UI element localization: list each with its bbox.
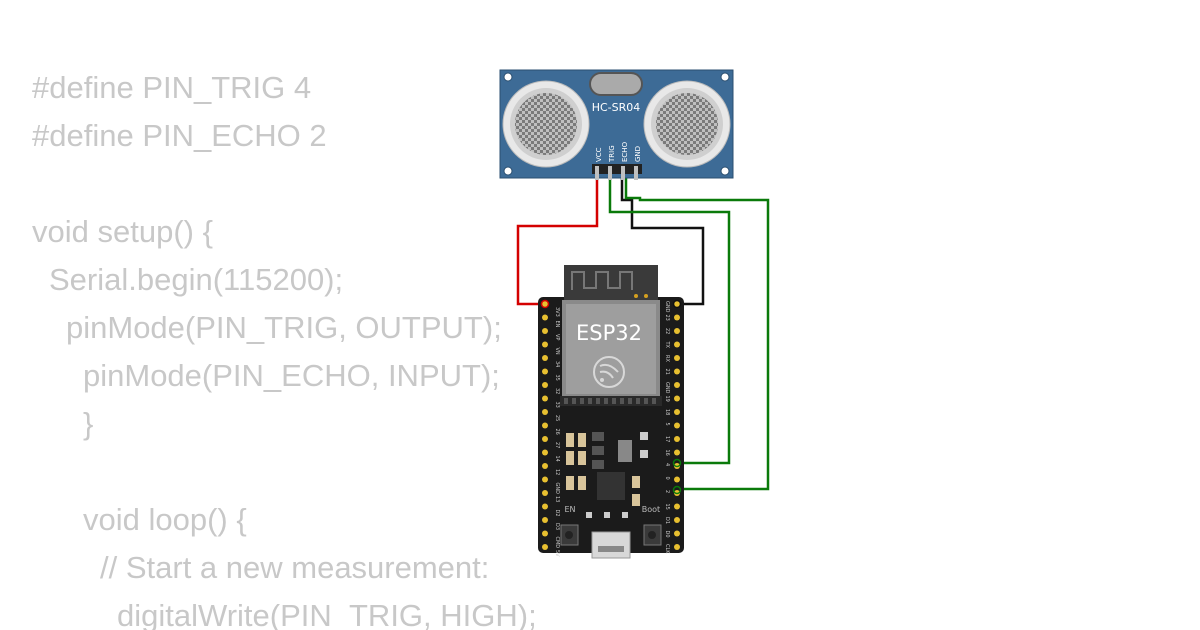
left-pin-labels: 3V3 EN VP VN 34 35 32 33 25 26 27 14 12 … <box>554 307 560 557</box>
hc-sr04-sensor[interactable]: HC-SR04 VCC TRIG ECHO GND <box>499 69 734 180</box>
wires <box>516 178 770 491</box>
code-line-1: #define PIN_TRIG 4 <box>32 70 312 105</box>
pin-label-12: 12 <box>554 469 560 475</box>
pin-label-18: 18 <box>664 409 670 415</box>
pin-label-33: 33 <box>554 402 560 408</box>
code-line-11: // Start a new measurement: <box>100 550 490 585</box>
pin-label-22: 22 <box>664 328 670 334</box>
pin-label-15: 15 <box>664 504 670 510</box>
pin-label-5: 5 <box>664 423 670 426</box>
code-line-8: } <box>83 406 94 441</box>
code-line-12: digitalWrite(PIN_TRIG, HIGH); <box>117 598 537 630</box>
wire-trig[interactable] <box>608 178 731 465</box>
pin-label-34: 34 <box>554 361 560 367</box>
sensor-pin-label-echo: ECHO <box>621 141 629 162</box>
pin-label-d2: D2 <box>554 510 560 517</box>
sensor-header-pins <box>592 164 642 180</box>
pin-label-16: 16 <box>664 450 670 456</box>
pin-label-vp: VP <box>554 334 560 340</box>
sensor-pin-label-trig: TRIG <box>608 145 616 163</box>
sensor-pin-label-gnd: GND <box>634 146 642 162</box>
pin-label-gnd-left: GND <box>554 483 560 495</box>
pin-label-25: 25 <box>554 415 560 421</box>
left-pin-header <box>542 301 548 550</box>
right-pin-header <box>674 301 680 550</box>
pin-label-0: 0 <box>664 477 670 480</box>
esp32-chip-label: ESP32 <box>576 321 642 345</box>
pin-label-19: 19 <box>664 396 670 402</box>
boot-button-label: Boot <box>642 505 660 514</box>
code-line-6: pinMode(PIN_TRIG, OUTPUT); <box>66 310 502 345</box>
pin-label-cmd: CMD <box>554 537 560 549</box>
board-components <box>566 432 648 518</box>
code-line-2: #define PIN_ECHO 2 <box>32 118 327 153</box>
pin-label-d1: D1 <box>664 517 670 524</box>
pin-label-en: EN <box>554 321 560 328</box>
pin-label-tx: TX <box>664 341 670 349</box>
pin-label-gnd-right-2: GND <box>664 382 670 394</box>
en-button[interactable] <box>560 524 579 546</box>
wire-gnd[interactable] <box>620 178 705 306</box>
pin-label-3v3: 3V3 <box>554 307 560 317</box>
micro-usb-port <box>591 531 631 559</box>
pin-label-vn: VN <box>554 348 560 355</box>
pin-label-d3: D3 <box>554 523 560 530</box>
pin-label-23: 23 <box>664 315 670 321</box>
ultrasonic-transducer-right <box>643 80 731 168</box>
pin-label-14: 14 <box>554 456 560 462</box>
espressif-logo-icon <box>593 356 625 388</box>
pin-label-2: 2 <box>664 490 670 493</box>
pin-label-32: 32 <box>554 388 560 394</box>
right-pin-labels: GND 23 22 TX RX 21 GND 19 18 5 17 16 4 0… <box>664 301 670 554</box>
pin-label-clk: CLK <box>664 544 670 554</box>
sensor-pin-label-vcc: VCC <box>595 147 603 162</box>
boot-button[interactable] <box>643 524 662 546</box>
pin-label-26: 26 <box>554 429 560 435</box>
code-line-5: Serial.begin(115200); <box>49 262 344 297</box>
pin-label-17: 17 <box>664 436 670 442</box>
code-line-7: pinMode(PIN_ECHO, INPUT); <box>83 358 500 393</box>
pin-label-13: 13 <box>554 496 560 502</box>
esp32-board[interactable]: ESP32 <box>538 265 684 559</box>
en-button-label: EN <box>564 505 575 514</box>
pin-label-d0: D0 <box>664 531 670 538</box>
sensor-model-label: HC-SR04 <box>592 101 641 114</box>
pin-label-21: 21 <box>664 369 670 375</box>
pin-label-4: 4 <box>664 463 670 466</box>
wire-endpoints <box>540 299 682 495</box>
wire-vcc[interactable] <box>516 178 599 306</box>
wire-echo[interactable] <box>624 178 770 491</box>
code-line-10: void loop() { <box>83 502 247 537</box>
pin-label-27: 27 <box>554 442 560 448</box>
code-line-4: void setup() { <box>32 214 213 249</box>
pin-label-gnd-right: GND <box>664 301 670 313</box>
ultrasonic-transducer-left <box>502 80 590 168</box>
pin-label-35: 35 <box>554 375 560 381</box>
pin-label-5v: 5V <box>554 550 560 557</box>
pin-label-rx: RX <box>664 355 670 362</box>
